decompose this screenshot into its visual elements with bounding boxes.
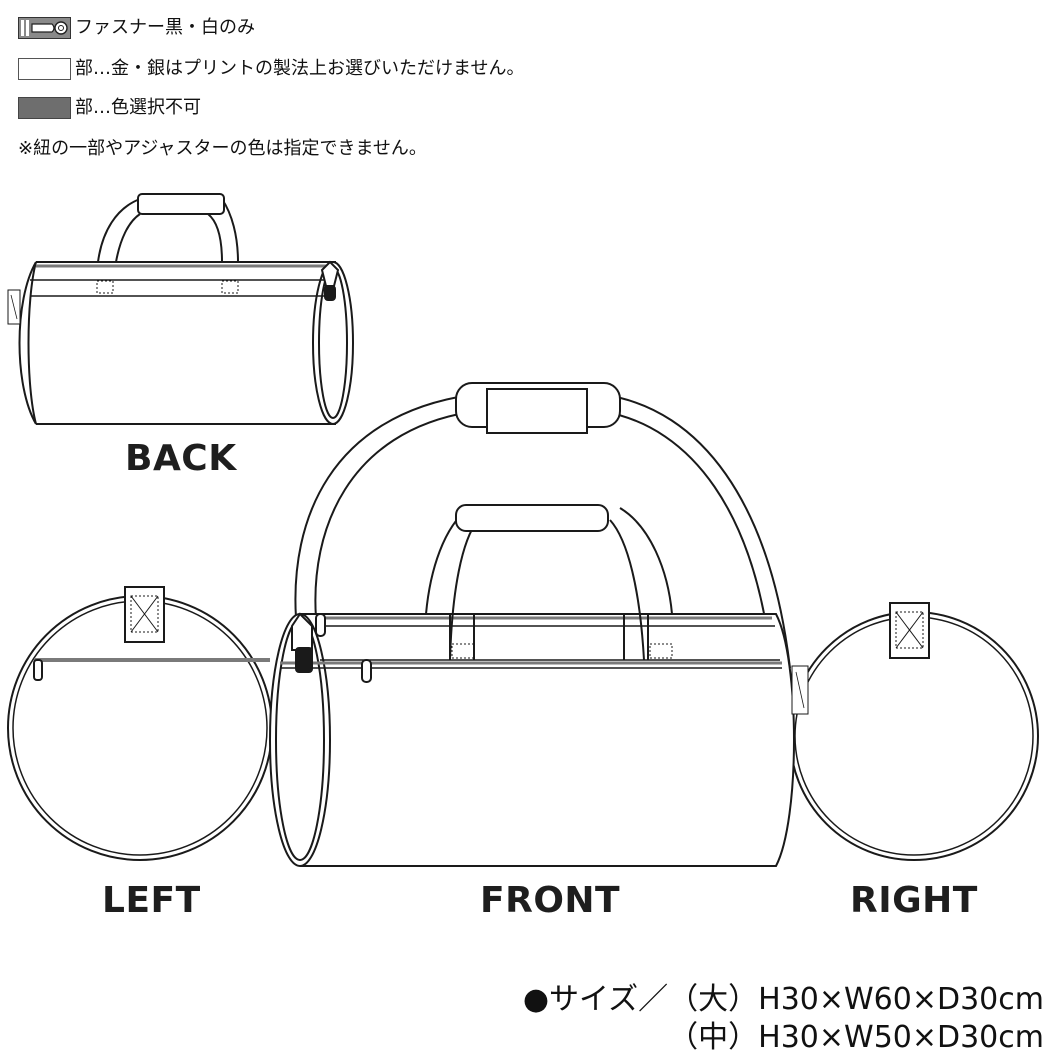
legend-zipper-row: ファスナー黒・白のみ <box>18 15 255 41</box>
legend-gray-text: 部…色選択不可 <box>75 97 201 118</box>
size-medium-text: （中）H30×W50×D30cm <box>668 1020 1044 1055</box>
legend-cord-row: ※紐の一部やアジャスターの色は指定できません。 <box>18 136 427 162</box>
gray-swatch <box>18 97 71 119</box>
legend-gray-row: 部…色選択不可 <box>18 95 201 121</box>
right-view-drawing <box>789 602 1039 861</box>
legend-zipper-text: ファスナー黒・白のみ <box>75 17 255 38</box>
front-view-label: FRONT <box>480 880 621 921</box>
right-view-label: RIGHT <box>850 880 978 921</box>
back-view-label: BACK <box>125 438 237 479</box>
legend-cord-text: ※紐の一部やアジャスターの色は指定できません。 <box>18 138 427 159</box>
zipper-pull-icon <box>18 17 71 39</box>
back-view-drawing <box>7 193 354 425</box>
left-view-drawing <box>7 586 273 861</box>
white-swatch <box>18 58 71 80</box>
left-view-label: LEFT <box>102 880 201 921</box>
legend-white-row: 部…金・銀はプリントの製法上お選びいただけません。 <box>18 56 524 82</box>
legend-white-text: 部…金・銀はプリントの製法上お選びいただけません。 <box>75 58 525 79</box>
size-large-text: ●サイズ／（大）H30×W60×D30cm <box>522 982 1044 1017</box>
front-view-drawing <box>269 382 809 867</box>
